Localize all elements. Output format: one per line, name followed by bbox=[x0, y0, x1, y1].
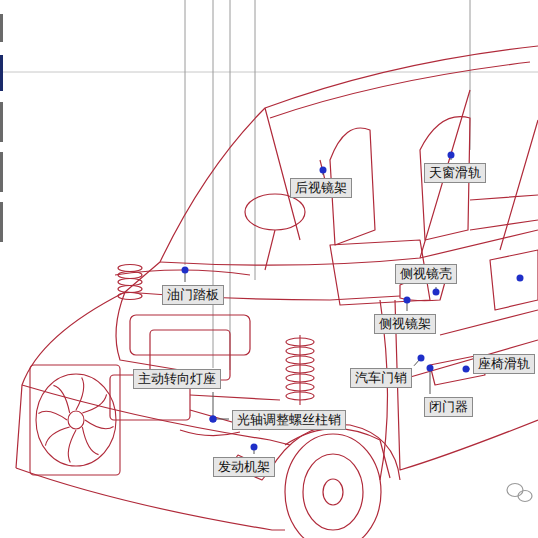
part-label: 闭门器 bbox=[424, 397, 473, 417]
part-label: 光轴调整螺丝柱销 bbox=[232, 410, 346, 430]
part-label: 座椅滑轨 bbox=[473, 354, 535, 374]
part-name: 油门踏板 bbox=[167, 287, 219, 303]
car-body bbox=[16, 46, 538, 538]
part-name: 后视镜架 bbox=[295, 180, 347, 196]
part-name: 座椅滑轨 bbox=[478, 356, 530, 372]
part-name: 侧视镜架 bbox=[379, 316, 431, 332]
part-name: 发动机架 bbox=[218, 459, 270, 475]
marker-dot bbox=[404, 297, 411, 304]
leader-line bbox=[213, 392, 214, 419]
part-name: 闭门器 bbox=[429, 399, 468, 415]
marker-dot bbox=[418, 355, 425, 362]
marker-dot bbox=[210, 416, 217, 423]
marker-dot bbox=[433, 289, 440, 296]
left-bars bbox=[0, 14, 3, 242]
marker-dot bbox=[320, 167, 327, 174]
page-frame bbox=[0, 0, 538, 370]
part-label: 汽车门销 bbox=[350, 368, 412, 388]
part-name: 汽车门销 bbox=[355, 370, 407, 386]
part-label: 侧视镜壳 bbox=[395, 264, 457, 284]
marker-dot bbox=[427, 365, 434, 372]
radiator-fan bbox=[30, 365, 120, 475]
leader-line bbox=[430, 368, 431, 394]
marker-dot bbox=[517, 275, 524, 282]
part-name: 主动转向灯座 bbox=[138, 371, 216, 387]
marker-dot bbox=[210, 416, 217, 423]
part-label: 后视镜架 bbox=[290, 178, 352, 198]
coil-spring bbox=[118, 265, 314, 406]
part-label: 天窗滑轨 bbox=[424, 163, 486, 183]
watermark-icon bbox=[507, 484, 532, 502]
part-name: 天窗滑轨 bbox=[429, 165, 481, 181]
part-label: 发动机架 bbox=[213, 457, 275, 477]
marker-dot bbox=[463, 366, 470, 373]
part-label: 油门踏板 bbox=[162, 285, 224, 305]
marker-dot bbox=[448, 152, 455, 159]
part-name: 侧视镜壳 bbox=[400, 266, 452, 282]
part-label: 侧视镜架 bbox=[374, 314, 436, 334]
marker-dot bbox=[182, 267, 189, 274]
marker-dot bbox=[251, 444, 258, 451]
part-label: 主动转向灯座 bbox=[133, 369, 221, 389]
part-name: 光轴调整螺丝柱销 bbox=[237, 412, 341, 428]
